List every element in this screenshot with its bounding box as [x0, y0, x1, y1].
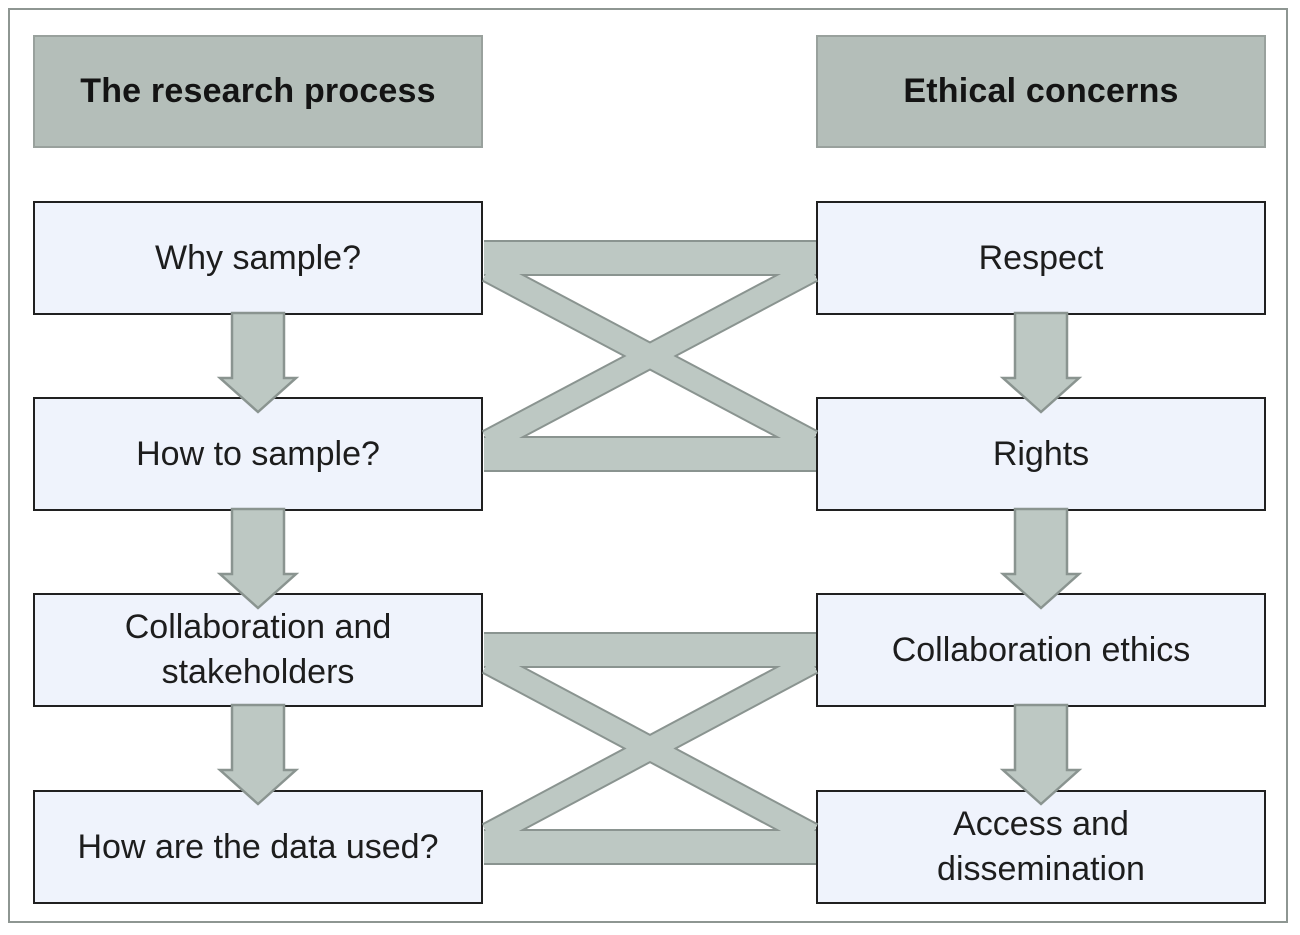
header-research-process: The research process [33, 35, 483, 148]
node-how-to-sample-label: How to sample? [136, 434, 380, 473]
node-collaboration-ethics: Collaboration ethics [816, 593, 1266, 707]
node-how-to-sample: How to sample? [33, 397, 483, 511]
node-collaboration-stakeholders: Collaboration and stakeholders [33, 593, 483, 707]
header-research-process-label: The research process [80, 72, 436, 110]
node-collaboration-stakeholders-label: Collaboration and stakeholders [124, 608, 392, 691]
node-respect: Respect [816, 201, 1266, 315]
node-rights-label: Rights [992, 434, 1090, 473]
node-why-sample: Why sample? [33, 201, 483, 315]
node-access-dissemination: Access and dissemination [816, 790, 1266, 904]
node-how-data-used: How are the data used? [33, 790, 483, 904]
node-respect-label: Respect [978, 238, 1104, 277]
outer-frame [8, 8, 1288, 923]
node-access-dissemination-label: Access and dissemination [937, 805, 1145, 888]
node-rights: Rights [816, 397, 1266, 511]
header-ethical-concerns: Ethical concerns [816, 35, 1266, 148]
node-how-data-used-label: How are the data used? [77, 827, 439, 866]
node-why-sample-label: Why sample? [155, 238, 361, 277]
header-ethical-concerns-label: Ethical concerns [903, 72, 1179, 110]
node-collaboration-ethics-label: Collaboration ethics [891, 630, 1191, 669]
